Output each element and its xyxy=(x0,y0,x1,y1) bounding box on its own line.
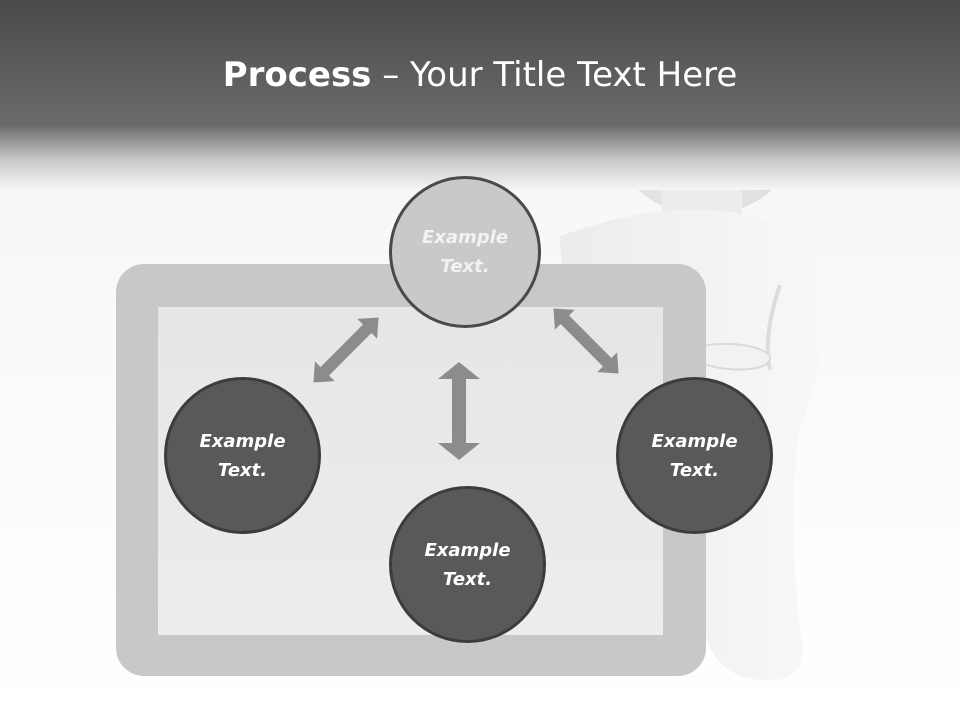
arrow-top-right xyxy=(553,308,619,374)
node-left-text: Example Text. xyxy=(199,430,286,481)
arrow-vertical xyxy=(438,362,480,460)
node-left[interactable]: Example Text. xyxy=(164,377,321,534)
title-bold: Process xyxy=(222,55,372,95)
title-rest: – Your Title Text Here xyxy=(371,55,738,95)
slide-title: Process – Your Title Text Here xyxy=(0,52,960,98)
title-bar xyxy=(0,0,960,190)
node-top[interactable]: Example Text. xyxy=(389,176,541,328)
node-right[interactable]: Example Text. xyxy=(616,377,773,534)
arrow-top-left xyxy=(313,317,379,383)
node-top-text: Example Text. xyxy=(421,227,509,277)
node-right-text: Example Text. xyxy=(651,430,738,481)
node-bottom[interactable]: Example Text. xyxy=(389,486,546,643)
node-bottom-text: Example Text. xyxy=(424,539,511,590)
